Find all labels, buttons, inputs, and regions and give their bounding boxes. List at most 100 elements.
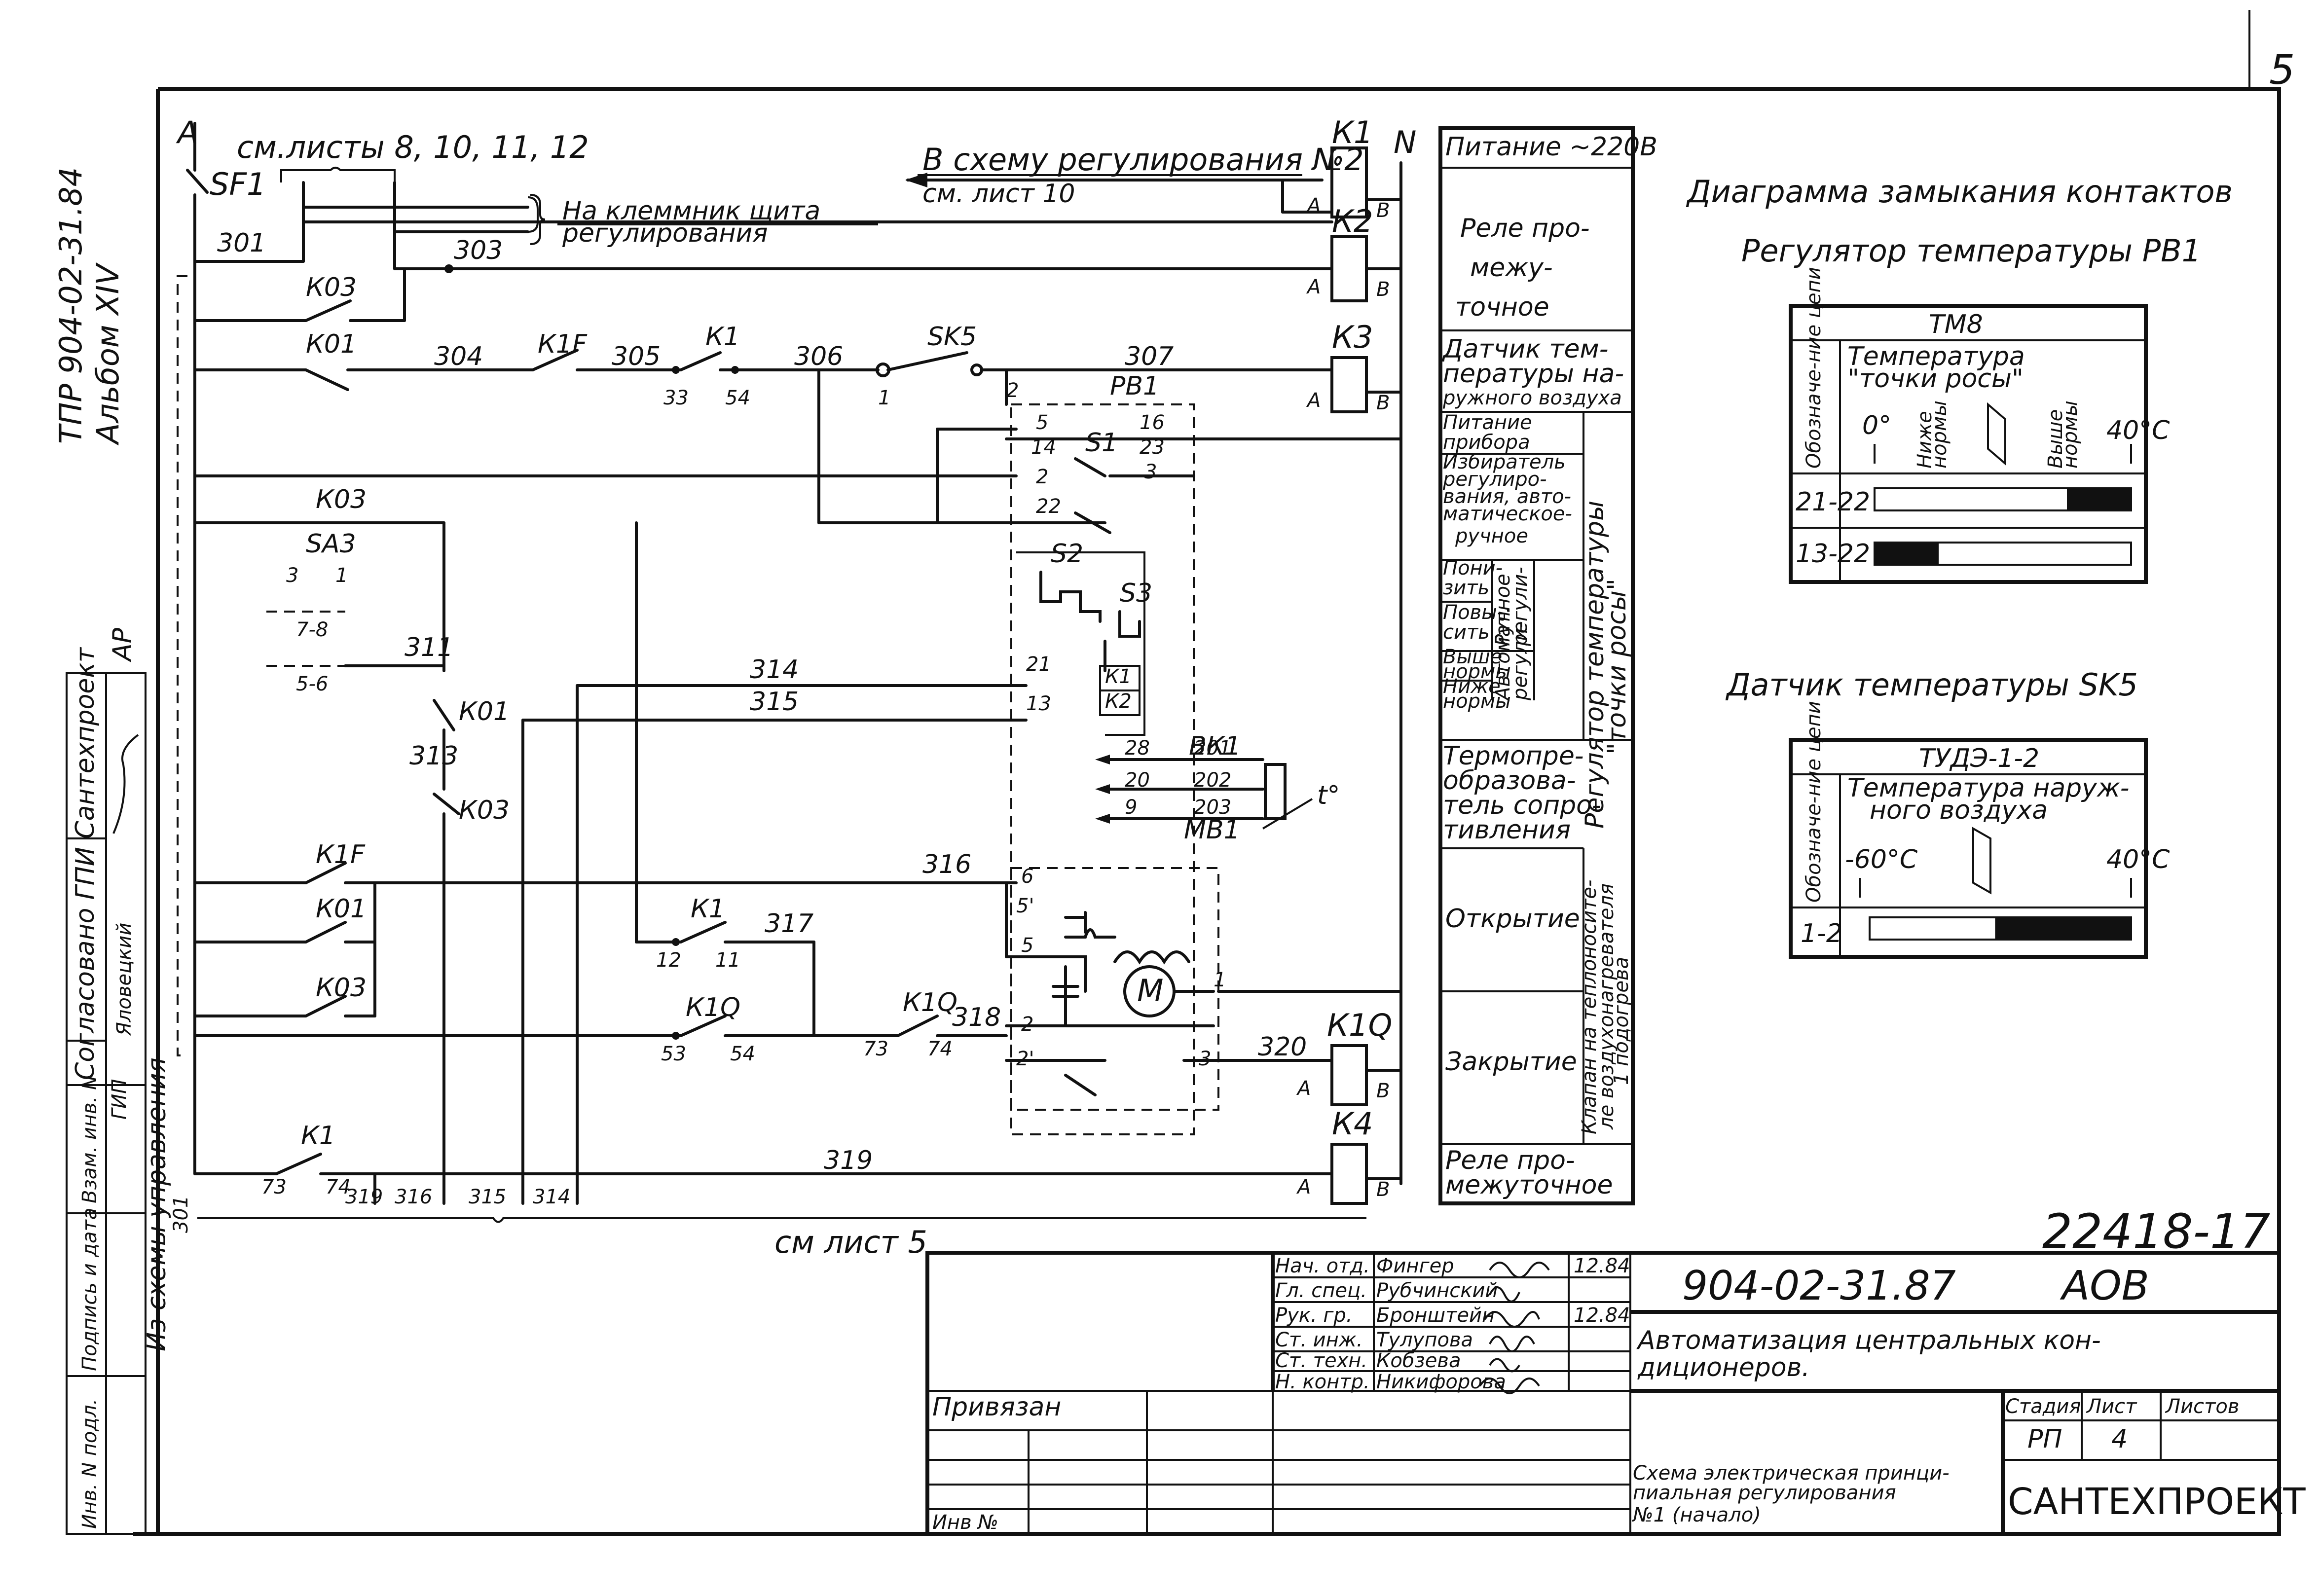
svg-text:B: B (1376, 1080, 1390, 1102)
svg-text:К4: К4 (1332, 1106, 1373, 1142)
k01-c-label: К01 (316, 894, 367, 924)
svg-text:ТУДЭ-1-2: ТУДЭ-1-2 (1919, 744, 2039, 773)
wire-306: 306 (794, 342, 843, 371)
svg-text:Реле про-: Реле про- (1460, 214, 1590, 243)
svg-text:6: 6 (1021, 865, 1033, 888)
svg-text:нормы: нормы (2059, 400, 2082, 469)
ap-label: АР (108, 627, 137, 662)
k03-c-label: К03 (316, 973, 367, 1003)
k03-mid-label: К03 (316, 485, 367, 514)
svg-text:К1: К1 (1332, 114, 1373, 150)
svg-text:Избиратель: Избиратель (1443, 451, 1566, 473)
sheet-value: 4 (2111, 1424, 2128, 1454)
svg-text:203: 203 (1194, 796, 1231, 819)
handwritten-number: 22418-17 (2042, 1204, 2270, 1259)
svg-text:регулиро-: регулиро- (1442, 468, 1547, 491)
svg-text:53: 53 (661, 1043, 686, 1065)
svg-text:зить: зить (1443, 577, 1489, 599)
wire-303: 303 (454, 236, 503, 265)
svg-text:Нач. отд.: Нач. отд. (1275, 1255, 1370, 1277)
agreed-label: Согласовано ГПИ Сантехпроект (71, 647, 100, 1080)
bus-n-label: N (1394, 124, 1416, 160)
signature-4 (1489, 1336, 1535, 1352)
svg-text:5: 5 (1021, 934, 1033, 957)
svg-text:40°С: 40°С (2106, 845, 2170, 874)
svg-text:201: 201 (1194, 737, 1231, 760)
svg-text:3: 3 (286, 564, 298, 587)
svg-text:33: 33 (663, 387, 689, 409)
diagram1-subtitle: Регулятор температуры РВ1 (1741, 233, 2201, 269)
svg-text:54: 54 (730, 1043, 755, 1065)
svg-text:12: 12 (656, 949, 681, 972)
svg-text:"точки росы": "точки росы" (1602, 579, 1632, 755)
from-control-label: Из схемы управления (142, 1057, 172, 1351)
svg-text:тель сопро-: тель сопро- (1443, 791, 1601, 820)
sa3-label: SA3 (306, 529, 356, 559)
diagram2-row-1-2-closed (1995, 917, 2131, 940)
svg-text:прибора: прибора (1443, 431, 1530, 454)
svg-text:16: 16 (1140, 411, 1165, 434)
power-bus: A N SF1 (176, 114, 1416, 1185)
svg-text:A: A (1296, 1077, 1311, 1100)
svg-text:11: 11 (715, 949, 740, 972)
wire-318: 318 (952, 1003, 1001, 1032)
document-mark: АОВ (2060, 1263, 2149, 1309)
svg-text:22: 22 (1036, 495, 1061, 518)
svg-text:Термопре-: Термопре- (1443, 741, 1584, 771)
svg-text:5': 5' (1016, 895, 1034, 917)
svg-text:Закрытие: Закрытие (1445, 1047, 1577, 1077)
wire-314: 314 (750, 655, 799, 685)
s1-label: S1 (1085, 428, 1118, 458)
pb1-k1-box: К1 (1105, 665, 1132, 688)
svg-text:Ниже: Ниже (1443, 675, 1501, 698)
wire-313: 313 (409, 741, 458, 771)
svg-text:матическое-: матическое- (1443, 503, 1572, 525)
relay-k2: К2 A B (1306, 203, 1402, 302)
approval-signature (112, 734, 139, 834)
svg-text:Гл. спец.: Гл. спец. (1275, 1279, 1367, 1302)
svg-text:Бронштейн: Бронштейн (1376, 1304, 1495, 1327)
svg-text:сить: сить (1443, 621, 1490, 644)
legend-table: Питание ~220В Реле про- межу- точное Дат… (1438, 126, 1657, 1205)
svg-text:1-2: 1-2 (1801, 919, 1842, 948)
svg-text:Питание ~220В: Питание ~220В (1445, 132, 1657, 162)
svg-text:1 подогрева: 1 подогрева (1610, 957, 1633, 1085)
svg-text:точное: точное (1455, 292, 1549, 322)
svg-text:5-6: 5-6 (296, 673, 328, 695)
svg-text:Обозначе-ние цепи: Обозначе-ние цепи (1803, 267, 1825, 469)
gip-label: ГИП (108, 1079, 131, 1120)
diagram2-title: Датчик температуры SK5 (1725, 667, 2138, 703)
svg-text:ручное: ручное (1455, 525, 1528, 547)
k1-top-label: К1 (705, 322, 740, 352)
svg-text:1: 1 (335, 564, 348, 587)
k1f-label: К1F (538, 329, 588, 359)
svg-text:Температура: Температура (1847, 342, 2025, 371)
bk1-label: ВК1 (1189, 731, 1241, 761)
svg-text:К1Q: К1Q (1327, 1007, 1392, 1043)
svg-text:7-8: 7-8 (296, 618, 328, 641)
album-code: ТПР 904-02-31.84 (53, 167, 89, 444)
svg-text:Выше: Выше (1443, 646, 1502, 668)
svg-text:Открытие: Открытие (1445, 904, 1580, 934)
svg-text:ного воздуха: ного воздуха (1870, 796, 2048, 825)
signature-5 (1489, 1358, 1520, 1373)
svg-text:54: 54 (725, 387, 750, 409)
svg-text:пиальная регулирования: пиальная регулирования (1633, 1482, 1896, 1504)
svg-text:A: A (1306, 389, 1321, 412)
svg-text:319: 319 (345, 1186, 383, 1208)
svg-text:"точки росы": "точки росы" (1847, 364, 2024, 394)
diagram1-row-21-22-closed (2067, 488, 2131, 510)
signature-3 (1484, 1311, 1540, 1328)
relay-k1q: К1Q A B (1296, 1007, 1402, 1106)
svg-text:нормы: нормы (1443, 660, 1511, 683)
svg-text:Питание: Питание (1443, 411, 1532, 434)
svg-text:нормы: нормы (1928, 400, 1951, 469)
svg-text:К3: К3 (1332, 319, 1373, 355)
pb1-label: РВ1 (1110, 371, 1159, 401)
svg-text:Ст. инж.: Ст. инж. (1275, 1329, 1363, 1351)
svg-text:Схема электрическая принци-: Схема электрическая принци- (1633, 1462, 1950, 1485)
relay-k1: К1 A B (1306, 114, 1402, 222)
document-title-1: Автоматизация центральных кон- (1636, 1326, 2101, 1355)
svg-text:Температура наруж-: Температура наруж- (1847, 773, 2130, 803)
svg-text:№1 (начало): №1 (начало) (1632, 1504, 1761, 1526)
